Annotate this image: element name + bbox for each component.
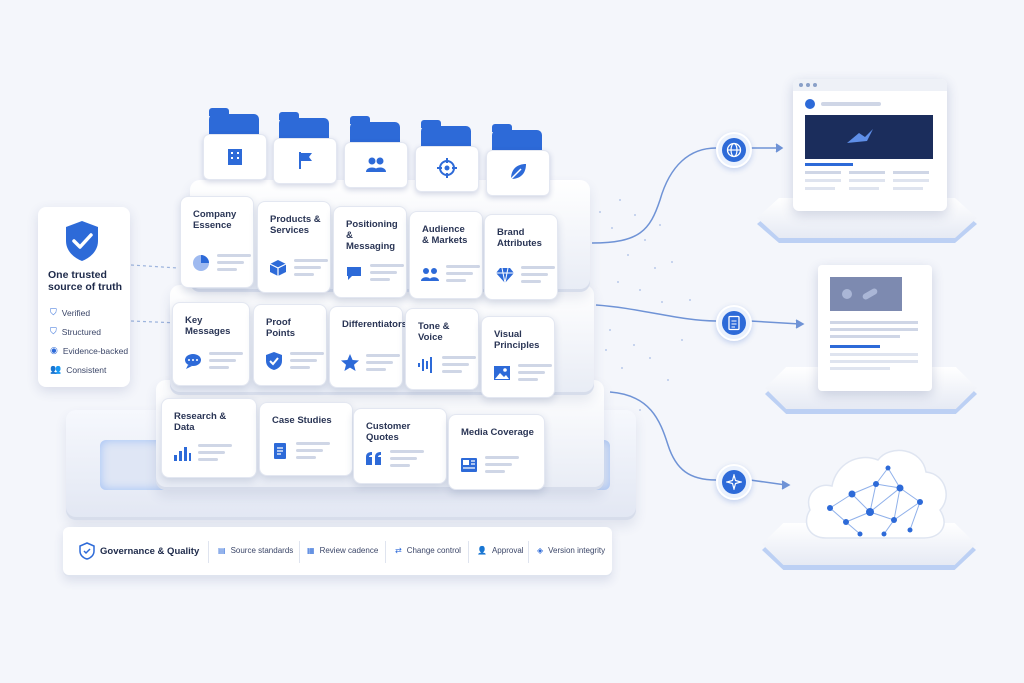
bird-icon xyxy=(847,129,873,143)
card-customer-quotes[interactable]: Customer Quotes xyxy=(353,408,447,484)
trust-item-structured: ⛉ Structured xyxy=(50,326,101,337)
card-brand-attributes[interactable]: Brand Attributes xyxy=(484,214,558,300)
leaf-icon xyxy=(510,164,526,180)
building-icon xyxy=(228,149,242,165)
gov-version-integrity[interactable]: ◈Version integrity xyxy=(537,546,606,555)
sparkle-icon xyxy=(726,474,742,490)
card-media-coverage[interactable]: Media Coverage xyxy=(448,414,545,490)
trust-item-evidence: ◉ Evidence-backed xyxy=(50,345,129,356)
shield-small-icon: ⛉ xyxy=(50,307,57,317)
box-icon xyxy=(269,260,287,276)
pie-chart-icon xyxy=(193,255,209,271)
card-key-messages[interactable]: Key Messages xyxy=(172,302,250,386)
quote-icon xyxy=(366,452,381,465)
shield-check-icon xyxy=(66,221,98,261)
card-audience-markets[interactable]: Audience & Markets xyxy=(409,211,483,299)
sound-wave-icon xyxy=(418,357,432,373)
governance-title: Governance & Quality xyxy=(79,542,199,560)
card-company-essence[interactable]: Company Essence xyxy=(180,196,254,288)
document-icon xyxy=(274,443,286,459)
gov-review-cadence[interactable]: ▦Review cadence xyxy=(307,546,379,555)
document-icon xyxy=(728,315,740,331)
folder-leaf[interactable] xyxy=(486,124,550,196)
trust-item-verified: ⛉ Verified xyxy=(50,307,91,318)
ai-cloud-illustration xyxy=(805,449,947,539)
shield-check-icon xyxy=(266,352,282,370)
layers-icon: ◈ xyxy=(537,546,544,555)
folder-target[interactable] xyxy=(415,120,479,192)
card-positioning-messaging[interactable]: Positioning & Messaging xyxy=(333,206,407,298)
flag-icon xyxy=(299,152,312,169)
document-mockup xyxy=(818,265,932,391)
website-mockup xyxy=(793,79,947,211)
globe-icon xyxy=(726,142,742,158)
calendar-icon: ▦ xyxy=(307,546,315,555)
card-tone-voice[interactable]: Tone & Voice xyxy=(405,308,479,390)
check-circle-icon: ◉ xyxy=(50,345,58,355)
trust-item-consistent: 👥 Consistent xyxy=(50,364,107,375)
image-icon xyxy=(494,366,510,380)
user-icon: 👤 xyxy=(477,546,487,555)
governance-bar: Governance & Quality ▤Source standards ▦… xyxy=(63,527,612,577)
card-visual-principles[interactable]: Visual Principles xyxy=(481,316,555,398)
shield-check-icon xyxy=(79,542,95,560)
swap-icon: ⇄ xyxy=(395,546,402,555)
folder-building[interactable] xyxy=(203,108,267,180)
star-icon xyxy=(341,354,359,371)
chat-bubble-icon xyxy=(347,267,361,280)
gov-approval[interactable]: 👤Approval xyxy=(477,546,524,555)
trust-panel: One trusted source of truth ⛉ Verified ⛉… xyxy=(38,207,130,387)
bar-chart-icon xyxy=(174,447,191,461)
card-products-services[interactable]: Products & Services xyxy=(257,201,331,293)
card-case-studies[interactable]: Case Studies xyxy=(259,402,353,476)
diamond-icon xyxy=(496,267,514,284)
shield-small-icon: ⛉ xyxy=(50,326,57,336)
document-image xyxy=(830,277,902,311)
people-small-icon: 👥 xyxy=(50,364,62,374)
folder-flag[interactable] xyxy=(273,112,337,184)
newspaper-icon xyxy=(461,458,477,472)
trust-title: One trusted source of truth xyxy=(48,269,123,293)
output-node-ai[interactable] xyxy=(716,464,752,500)
hero-image xyxy=(805,115,933,159)
card-research-data[interactable]: Research & Data xyxy=(161,398,257,478)
people-icon xyxy=(421,268,439,281)
output-node-document[interactable] xyxy=(716,305,752,341)
gov-change-control[interactable]: ⇄Change control xyxy=(395,546,461,555)
target-icon xyxy=(437,158,457,178)
chat-icon xyxy=(185,354,201,369)
output-node-web[interactable] xyxy=(716,132,752,168)
folder-people[interactable] xyxy=(344,116,408,188)
people-icon xyxy=(366,157,386,172)
card-proof-points[interactable]: Proof Points xyxy=(253,304,327,386)
list-icon: ▤ xyxy=(218,546,226,555)
card-differentiators[interactable]: Differentiators xyxy=(329,306,407,388)
gov-source-standards[interactable]: ▤Source standards xyxy=(218,546,294,555)
